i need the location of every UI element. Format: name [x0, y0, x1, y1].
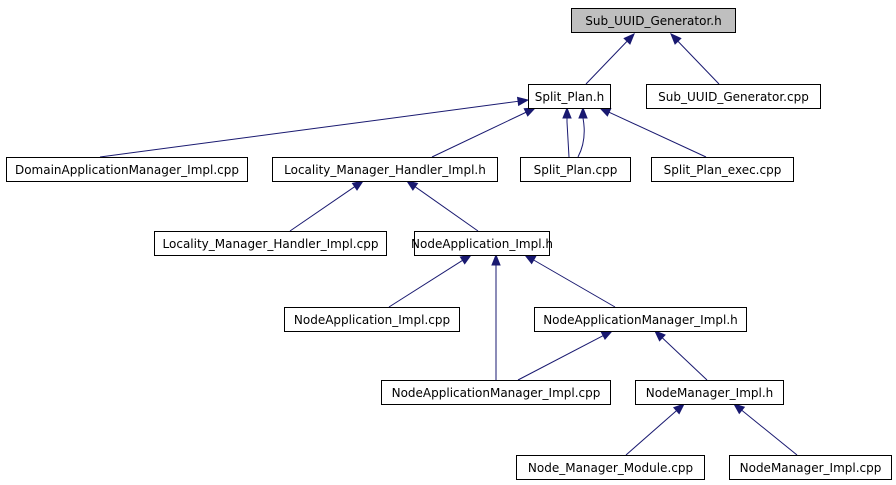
edge-line	[607, 111, 707, 158]
node-box	[154, 231, 387, 256]
edge-line	[532, 259, 616, 308]
arrowhead	[523, 254, 537, 265]
node-box	[414, 231, 550, 256]
edge-nm_impl_cpp-to-nm_impl_h	[732, 403, 798, 456]
node-box	[646, 84, 821, 109]
edge-lmh_impl_h-to-split_plan_h	[431, 107, 537, 158]
node-box	[571, 8, 736, 33]
node-box	[534, 307, 747, 332]
edge-split_plan_cpp-to-split_plan_h	[562, 106, 572, 158]
node-box	[516, 455, 705, 480]
arrowhead	[405, 180, 419, 191]
arrowhead	[623, 33, 635, 45]
arrowhead	[491, 253, 501, 266]
edge-line	[99, 100, 520, 158]
node-sub-uuid-h[interactable]: Sub_UUID_Generator.h	[571, 8, 736, 33]
node-box	[381, 380, 611, 405]
edge-nm_module_cpp-to-nm_impl_h	[625, 403, 686, 456]
edge-nm_impl_h-to-nam_impl_h	[654, 330, 708, 381]
node-sub-uuid-cpp[interactable]: Sub_UUID_Generator.cpp	[646, 84, 821, 109]
node-label: Split_Plan_exec.cpp	[664, 163, 782, 177]
arrowhead	[600, 330, 614, 341]
edge-line	[740, 409, 798, 456]
node-box	[272, 157, 498, 182]
arrowhead	[351, 180, 365, 191]
node-nm-impl-cpp[interactable]: NodeManager_Impl.cpp	[729, 455, 892, 480]
edge-line	[661, 336, 708, 381]
edge-line	[414, 185, 479, 232]
node-na-impl-cpp[interactable]: NodeApplication_Impl.cpp	[284, 307, 460, 332]
arrowhead	[670, 33, 682, 45]
node-label: NodeManager_Impl.h	[646, 386, 774, 400]
edge-line	[625, 409, 678, 456]
arrowhead	[459, 254, 473, 265]
arrowhead	[598, 107, 612, 117]
node-box	[635, 380, 784, 405]
edge-line	[431, 111, 528, 158]
node-box	[729, 455, 892, 480]
node-label: NodeApplicationManager_Impl.h	[543, 313, 738, 327]
node-label: NodeManager_Impl.cpp	[740, 461, 882, 475]
edge-dam_impl_cpp-to-split_plan_h	[99, 96, 530, 158]
edge-line	[289, 185, 356, 232]
node-label: NodeApplication_Impl.h	[411, 237, 553, 251]
node-na-impl-h[interactable]: NodeApplication_Impl.h	[411, 231, 553, 256]
arrowhead	[654, 330, 666, 342]
node-nm-module-cpp[interactable]: Node_Manager_Module.cpp	[516, 455, 705, 480]
edge-split-plan-loop	[577, 106, 588, 158]
edges-layer	[99, 33, 798, 456]
node-box	[520, 157, 631, 182]
edge-split_plan_exec-to-split_plan_h	[598, 107, 707, 158]
node-nm-impl-h[interactable]: NodeManager_Impl.h	[635, 380, 784, 405]
edge-line	[676, 40, 720, 85]
edge-line	[388, 259, 464, 308]
node-label: Split_Plan.h	[535, 90, 605, 104]
edge-na_impl_h-to-lmh_impl_h	[405, 180, 479, 232]
arrowhead	[732, 403, 746, 415]
node-split-plan-h[interactable]: Split_Plan.h	[528, 84, 611, 109]
node-box	[651, 157, 794, 182]
node-label: Split_Plan.cpp	[534, 163, 618, 177]
node-label: Node_Manager_Module.cpp	[528, 461, 693, 475]
arrowhead	[523, 107, 537, 117]
edge-split_plan_h-to-sub_uuid_h	[585, 33, 635, 85]
node-label: NodeApplication_Impl.cpp	[294, 313, 450, 327]
arrowhead	[672, 403, 686, 415]
edge-nam_impl_cpp-to-nam_impl_h	[517, 330, 614, 381]
node-split-plan-cpp[interactable]: Split_Plan.cpp	[520, 157, 631, 182]
node-box	[528, 84, 611, 109]
arrowhead	[516, 96, 530, 107]
edge-nam_impl_cpp-to-na_impl_h	[491, 253, 501, 380]
node-label: Locality_Manager_Handler_Impl.cpp	[163, 237, 379, 251]
edge-lmh_impl_cpp-to-lmh_impl_h	[289, 180, 365, 232]
node-label: Locality_Manager_Handler_Impl.h	[284, 163, 486, 177]
node-lmh-impl-h[interactable]: Locality_Manager_Handler_Impl.h	[272, 157, 498, 182]
node-nam-impl-h[interactable]: NodeApplicationManager_Impl.h	[534, 307, 747, 332]
node-nam-impl-cpp[interactable]: NodeApplicationManager_Impl.cpp	[381, 380, 611, 405]
arrowhead	[578, 106, 588, 119]
edge-line	[585, 40, 629, 85]
edge-line	[566, 117, 570, 158]
node-lmh-impl-cpp[interactable]: Locality_Manager_Handler_Impl.cpp	[154, 231, 387, 256]
node-dam-impl-cpp[interactable]: DomainApplicationManager_Impl.cpp	[6, 157, 248, 182]
node-label: NodeApplicationManager_Impl.cpp	[392, 386, 601, 400]
edge-line	[517, 334, 605, 381]
edge-sub_uuid_cpp-to-sub_uuid_h	[670, 33, 720, 85]
edge-line	[577, 117, 585, 158]
node-label: Sub_UUID_Generator.h	[585, 14, 721, 28]
node-box	[284, 307, 460, 332]
node-label: DomainApplicationManager_Impl.cpp	[15, 163, 239, 177]
edge-nam_impl_h-to-na_impl_h	[523, 254, 616, 308]
arrowhead	[562, 106, 572, 119]
node-split-plan-exec[interactable]: Split_Plan_exec.cpp	[651, 157, 794, 182]
node-box	[6, 157, 248, 182]
node-label: Sub_UUID_Generator.cpp	[658, 90, 809, 104]
edge-na_impl_cpp-to-na_impl_h	[388, 254, 473, 308]
